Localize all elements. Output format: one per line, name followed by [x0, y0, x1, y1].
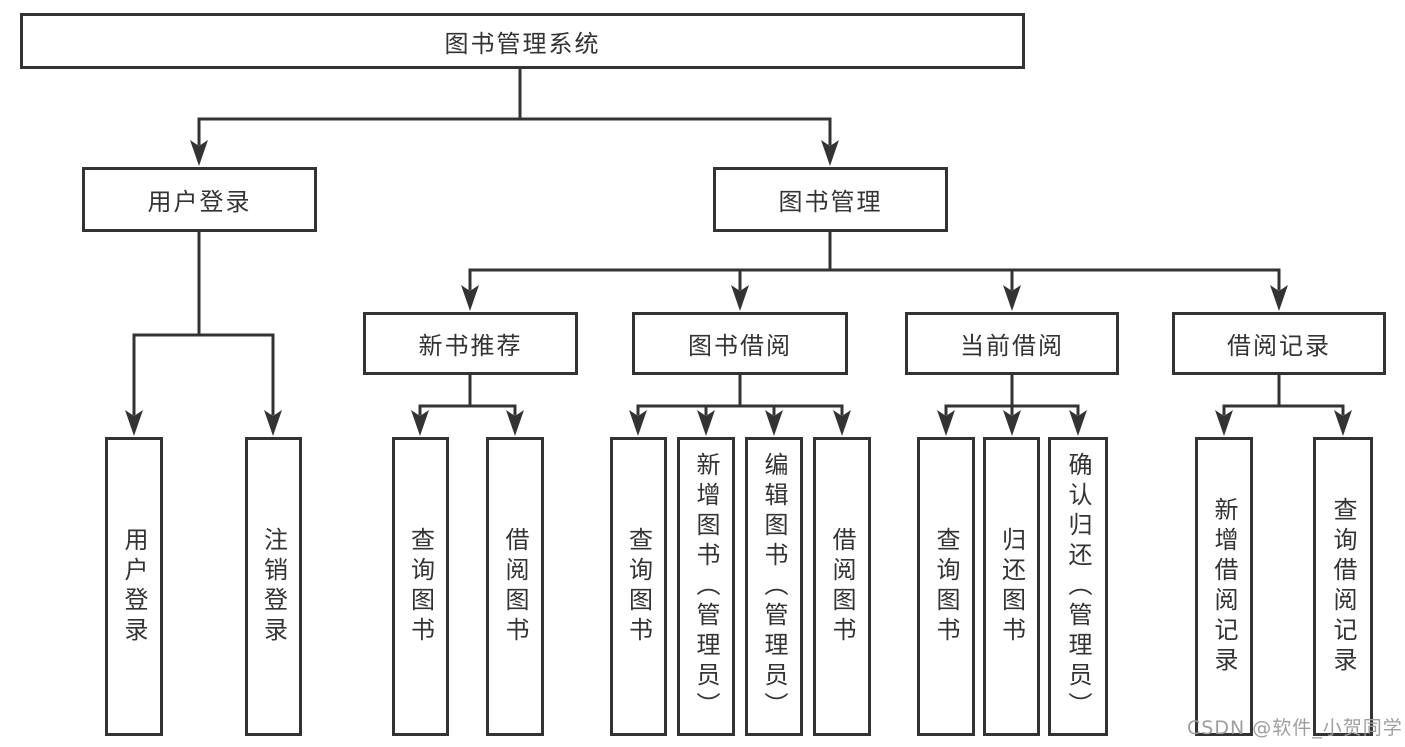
node-label: 查询图书: [624, 526, 653, 647]
node-return-books: 归还图书: [983, 437, 1040, 736]
node-label: 查询图书: [932, 526, 960, 647]
node-borrow-borrow-books: 借阅图书: [813, 437, 871, 736]
node-label: 查询图书: [406, 526, 435, 647]
node-add-borrow-record: 新增借阅记录: [1195, 437, 1253, 736]
node-borrowing-records: 借阅记录: [1172, 312, 1386, 375]
node-confirm-return-admin: 确认归还（管理员）: [1048, 437, 1108, 736]
node-edit-books-admin: 编辑图书（管理员）: [745, 437, 803, 736]
node-label: 编辑图书（管理员）: [760, 451, 788, 722]
node-rec-borrow-books: 借阅图书: [486, 437, 544, 736]
node-query-borrow-record: 查询借阅记录: [1313, 437, 1373, 736]
node-label: 借阅图书: [501, 526, 529, 647]
node-book-management: 图书管理: [713, 167, 948, 232]
node-library-management-system: 图书管理系统: [20, 13, 1025, 69]
node-label: 确认归还（管理员）: [1064, 451, 1092, 722]
node-label: 查询借阅记录: [1329, 496, 1357, 677]
node-label: 用户登录: [120, 526, 148, 647]
node-borrow-query-books: 查询图书: [610, 437, 667, 736]
node-book-borrowing: 图书借阅: [632, 312, 848, 375]
node-new-book-recommendation: 新书推荐: [363, 312, 578, 375]
node-current-borrowing: 当前借阅: [905, 312, 1119, 375]
node-current-query-books: 查询图书: [917, 437, 975, 736]
node-user-login: 用户登录: [82, 167, 317, 232]
node-label: 新增借阅记录: [1210, 496, 1238, 677]
node-user-login-leaf: 用户登录: [105, 437, 163, 736]
node-add-books-admin: 新增图书（管理员）: [677, 437, 735, 736]
node-label: 归还图书: [997, 526, 1026, 647]
node-label: 借阅图书: [828, 526, 856, 647]
node-label: 注销登录: [259, 526, 288, 647]
node-label: 新增图书（管理员）: [692, 451, 720, 722]
csdn-watermark: CSDN @软件_小贺同学: [1187, 717, 1403, 739]
node-rec-query-books: 查询图书: [392, 437, 449, 736]
node-logout: 注销登录: [245, 437, 302, 736]
